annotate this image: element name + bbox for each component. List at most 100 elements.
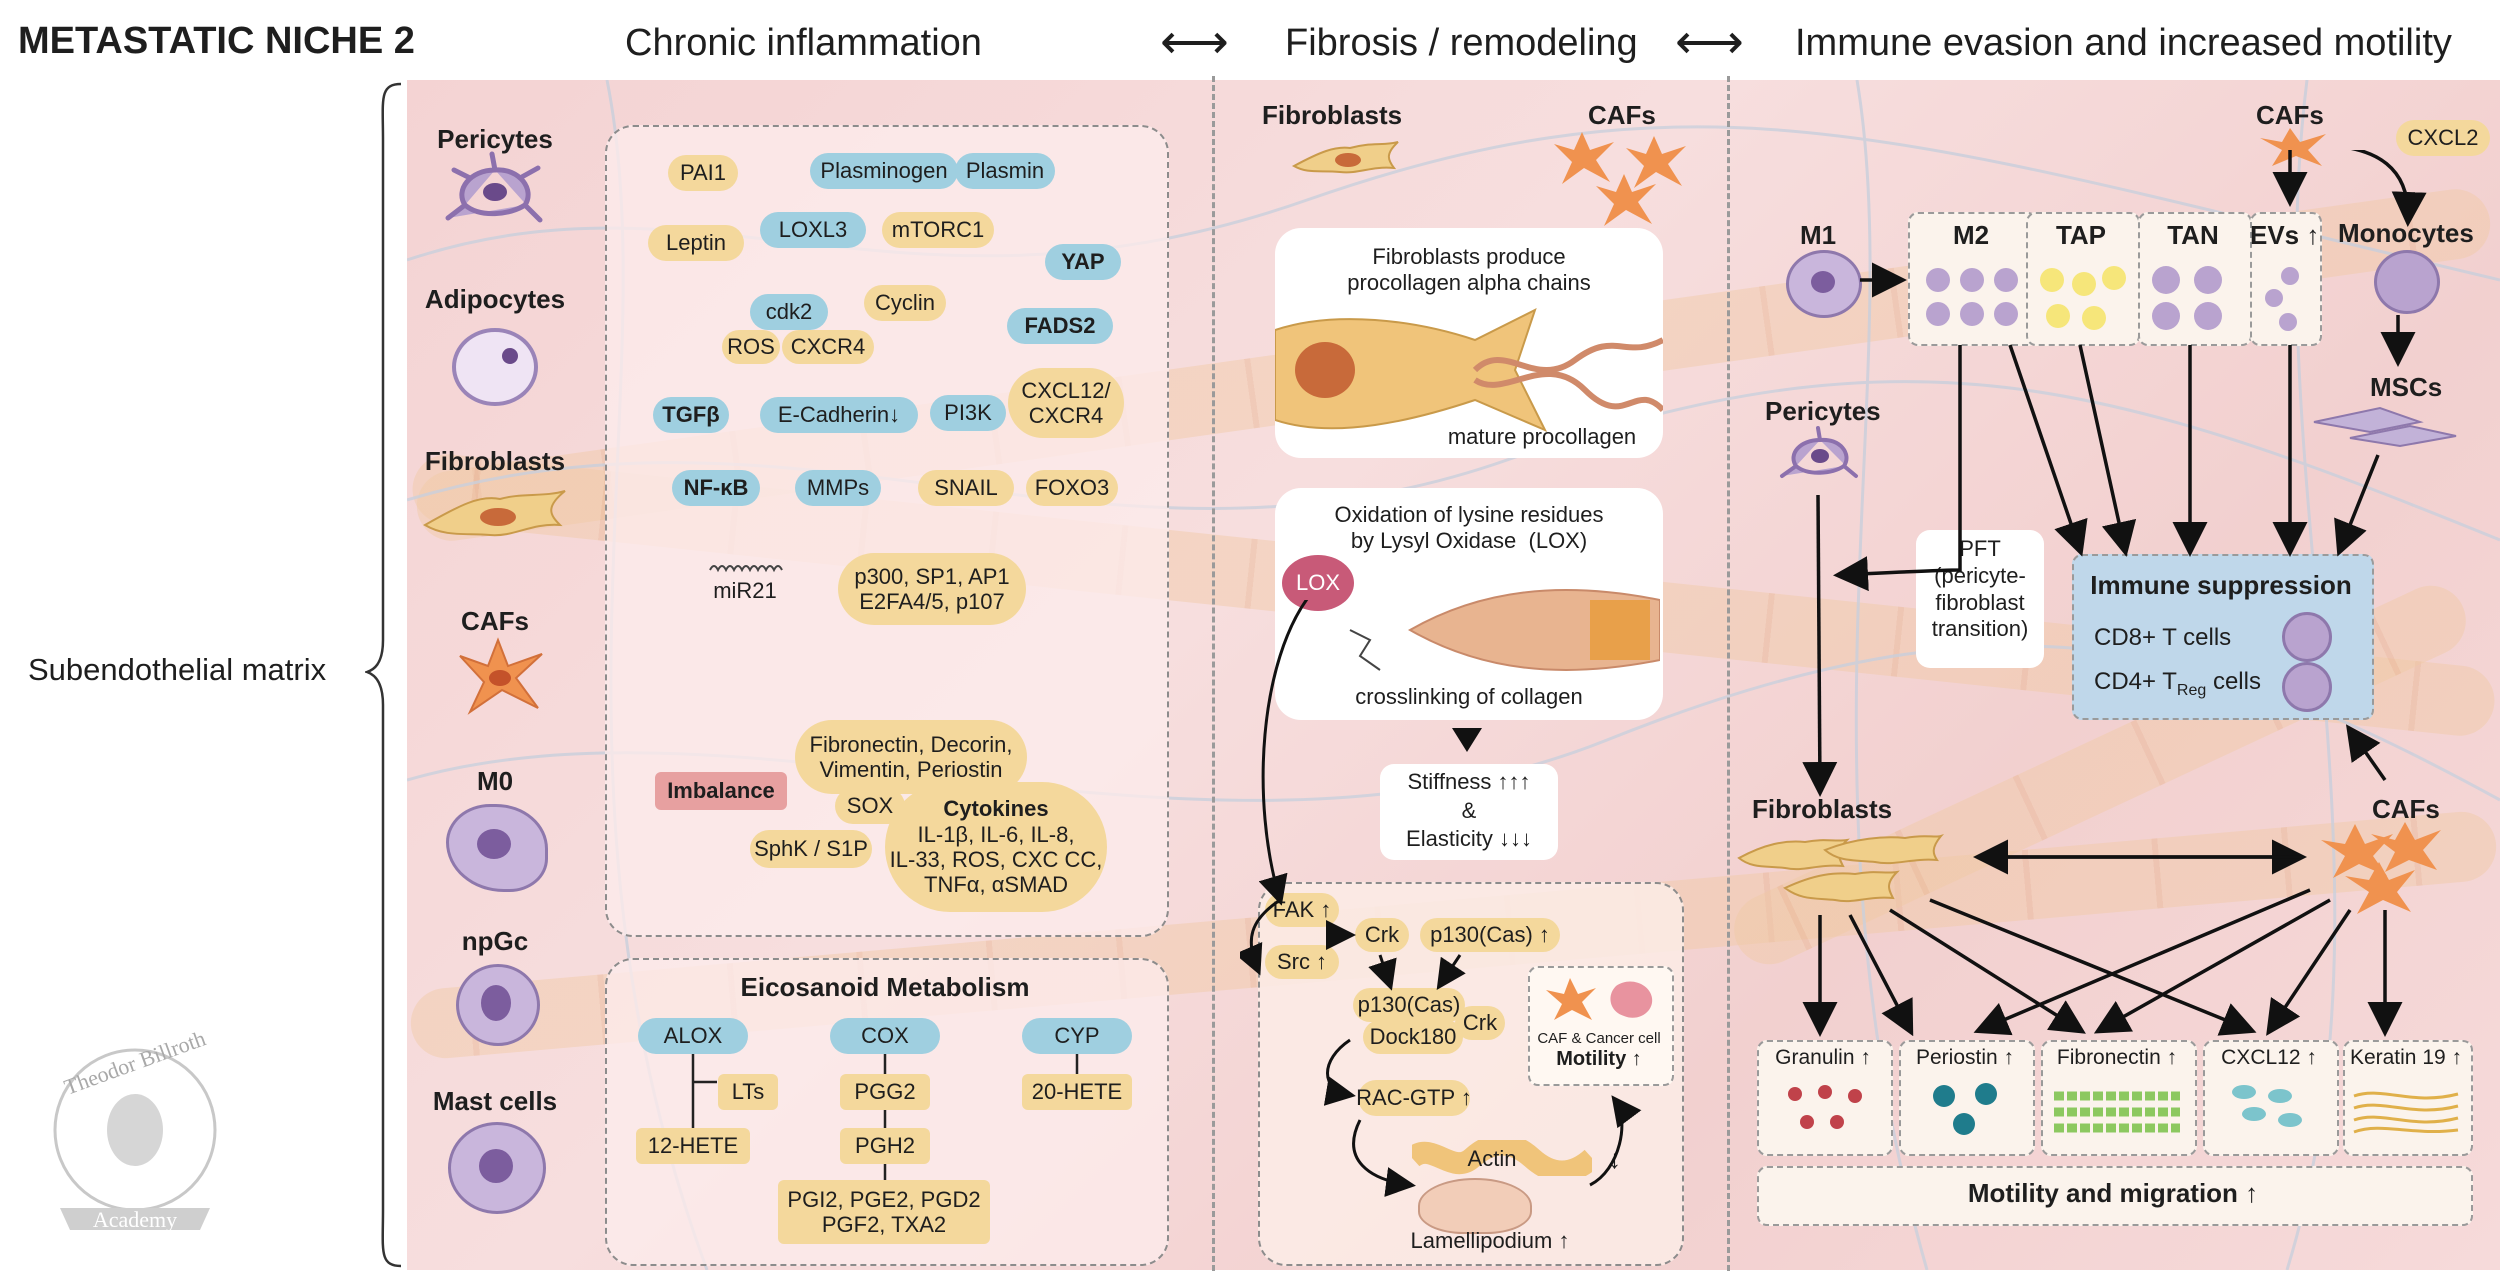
tan-label: TAN (2167, 220, 2219, 250)
lox-title: Oxidation of lysine residues by Lysyl Ox… (1334, 502, 1604, 553)
divider-2 (1727, 76, 1730, 1271)
m0-macrophage-icon (446, 804, 548, 892)
output-granulin-label: Granulin ↑ (1775, 1046, 1871, 1069)
granulin-icon (1788, 1085, 1862, 1129)
collagen-crosslink-illustration (1349, 589, 1660, 671)
stiffness-text: Stiffness ↑↑↑ & Elasticity ↓↓↓ (1406, 769, 1532, 852)
divider-1 (1212, 76, 1215, 1271)
cd8-label: CD8+ T cells (2094, 624, 2232, 651)
cd4-treg-icon (2282, 662, 2332, 712)
cd8-tcell-icon (2282, 612, 2332, 662)
cell-label-adipocytes: Adipocytes (424, 284, 566, 314)
caf-icon (459, 637, 543, 715)
pill-crk-complex: Crk (1455, 1006, 1505, 1040)
pill-foxo3: FOXO3 (1026, 470, 1118, 506)
pill-snail: SNAIL (918, 470, 1014, 506)
actin-label: Actin (1467, 1146, 1517, 1171)
output-fibronectin-label: Fibronectin ↑ (2056, 1046, 2178, 1069)
motility-box (1528, 966, 1674, 1086)
output-cxcl12-label: CXCL12 ↑ (2221, 1046, 2317, 1069)
cytokines-list: IL-1β, IL-6, IL-8, IL-33, ROS, CXC CC, T… (889, 821, 1103, 898)
treg-subscript: Reg (2176, 681, 2207, 699)
fibroblast-icon (1291, 141, 1399, 174)
imbalance-badge: Imbalance (655, 772, 787, 810)
immune-fibroblasts-label: Fibroblasts (1752, 794, 1893, 824)
immune-cafs-label: CAFs (2372, 794, 2440, 824)
brace (365, 82, 402, 1268)
pill-yap: YAP (1045, 244, 1121, 280)
pill-dock180: Dock180 (1363, 1020, 1463, 1054)
caf-icon (1626, 136, 1686, 188)
adipocyte-icon (452, 328, 538, 406)
m1-macrophage-icon (1786, 250, 1862, 318)
tap-cells-icon (2040, 266, 2126, 330)
stage-chronic-inflammation: Chronic inflammation (625, 22, 982, 64)
immune-cafs-top-label: CAFs (2256, 100, 2324, 130)
pill-p130cas-complex: p130(Cas) (1353, 988, 1465, 1022)
pill-cxcl12-cxcr4: CXCL12/ CXCR4 (1008, 368, 1124, 438)
msc-cells-icon (2313, 406, 2457, 448)
pill-cytokines: Cytokines IL-1β, IL-6, IL-8, IL-33, ROS,… (885, 782, 1107, 912)
caf-icon (2260, 128, 2326, 166)
lox-caption: crosslinking of collagen (1355, 684, 1583, 709)
caf-cancer-cell-icons (1546, 978, 1653, 1020)
pericyte-icon (1780, 426, 1858, 478)
immune-suppression-title: Immune suppression (2090, 570, 2352, 600)
periostin-icon (1933, 1083, 1997, 1135)
monocyte-icon (2374, 250, 2440, 314)
pill-ecadherin: E-Cadherin↓ (760, 397, 918, 433)
signaling-arrows (1240, 600, 1642, 1197)
pill-crk: Crk (1355, 918, 1409, 952)
pill-ros: ROS (722, 330, 780, 364)
lox-enzyme: LOX (1282, 555, 1354, 611)
down-triangle-icon (1452, 728, 1482, 752)
pill-sox: SOX (835, 788, 905, 824)
m2-cells-icon (1926, 268, 2018, 326)
procollagen-caption: mature procollagen (1447, 424, 1637, 449)
motility-label: Motility ↑ (1556, 1048, 1642, 1070)
motility-migration-box (1757, 1166, 2473, 1226)
pill-cyp: CYP (1022, 1018, 1132, 1054)
caf-icon (1554, 132, 1614, 184)
pill-loxl3: LOXL3 (760, 212, 866, 248)
cytokines-title: Cytokines (943, 796, 1049, 822)
pericyte-icon (445, 151, 543, 223)
pft-box (1916, 530, 2044, 668)
cell-label-m0: M0 (476, 766, 514, 796)
pill-alox: ALOX (638, 1018, 748, 1054)
immune-pericytes-label: Pericytes (1765, 396, 1881, 426)
lamellipodium-label: Lamellipodium ↑ (1410, 1228, 1570, 1253)
m1-label: M1 (1800, 220, 1837, 250)
pill-nfkb: NF-κB (672, 470, 760, 506)
stage-immune-evasion: Immune evasion and increased motility (1795, 22, 2452, 64)
tap-label: TAP (2055, 220, 2107, 250)
mirna-icon (709, 565, 783, 573)
pill-rac-gtp: RAC-GTP ↑ (1356, 1080, 1472, 1116)
pill-cox: COX (830, 1018, 940, 1054)
pill-pgh2: PGH2 (840, 1128, 930, 1164)
pill-fads2: FADS2 (1007, 308, 1113, 344)
page-title: METASTATIC NICHE 2 (18, 20, 415, 62)
fibrosis-fibroblasts-label: Fibroblasts (1262, 100, 1403, 130)
pill-prostanoids: PGI2, PGE2, PGD2 PGF2, TXA2 (778, 1180, 990, 1244)
pill-fibronectin: Fibronectin, Decorin, Vimentin, Periosti… (795, 720, 1027, 794)
pill-leptin: Leptin (648, 225, 744, 261)
keratin19-icon (2353, 1091, 2459, 1134)
evs-label: EVs ↑ (2250, 220, 2320, 250)
caf-cancer-cell-label: CAF & Cancer cell (1537, 1030, 1661, 1047)
pill-12-hete: 12-HETE (636, 1128, 750, 1164)
mast-cell-icon (448, 1122, 546, 1214)
procollagen-illustration (1275, 308, 1663, 432)
pill-src: Src ↑ (1265, 945, 1339, 979)
procollagen-title: Fibroblasts produce procollagen alpha ch… (1347, 244, 1591, 295)
cell-label-mast-cells: Mast cells (432, 1086, 558, 1116)
pill-pgg2: PGG2 (840, 1074, 930, 1110)
motility-migration-label: Motility and migration ↑ (1967, 1178, 2259, 1208)
academy-logo (53, 1048, 217, 1230)
output-periostin-label: Periostin ↑ (1915, 1046, 2015, 1069)
cxcl12-icon (2232, 1085, 2302, 1127)
pill-cxcr4: CXCR4 (782, 330, 874, 364)
immune-arrows (1802, 150, 2427, 1037)
mscs-label: MSCs (2370, 372, 2443, 402)
fibroblast-icon (423, 490, 566, 537)
